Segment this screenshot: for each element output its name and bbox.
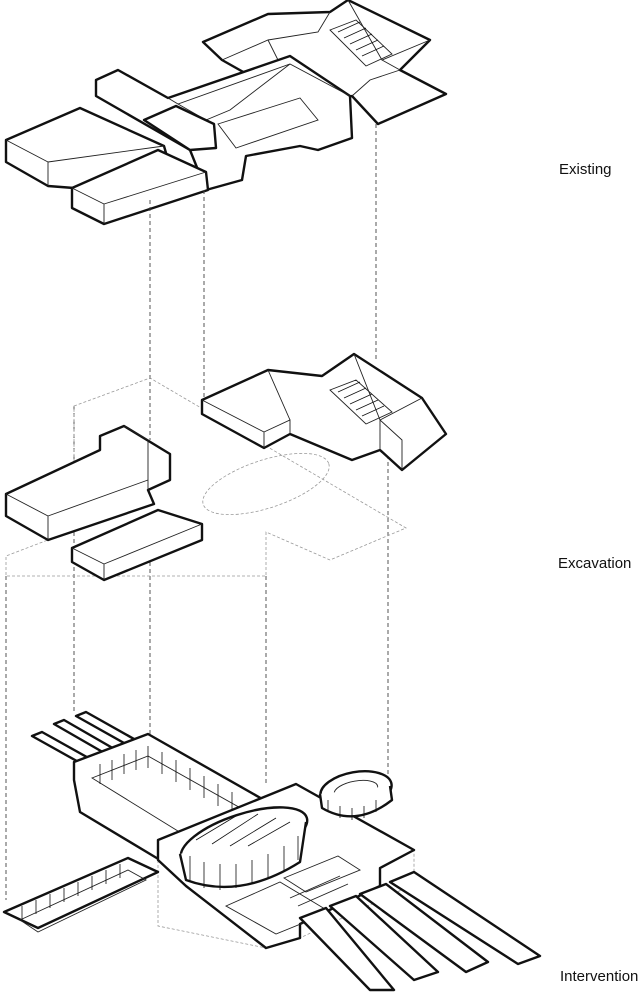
existing-arm-south (70, 148, 210, 226)
label-excavation: Excavation (558, 555, 632, 572)
intervention-ghost-outline (157, 840, 415, 949)
court-edge-hatch (99, 746, 233, 812)
ramp-south-1 (298, 906, 396, 992)
excavation-oval-ghost (202, 452, 330, 516)
excavation-wing-north (200, 352, 448, 472)
skylight-hatch-top (337, 21, 385, 57)
excavation-arm-south (70, 508, 204, 582)
ramp-south-4 (388, 870, 542, 966)
existing-buildings (4, 0, 448, 226)
ramp-south-3 (358, 882, 490, 974)
skylight-hatch-mid (337, 381, 385, 417)
oval-drum (178, 806, 309, 890)
intervention-structure (2, 710, 542, 992)
existing-link (142, 104, 218, 152)
ramp-south-2 (328, 894, 440, 982)
western-trench (2, 856, 160, 930)
excavation-buildings (4, 352, 448, 582)
label-intervention: Intervention (560, 968, 639, 985)
ring-element (318, 770, 394, 820)
excavation-block-west (4, 424, 172, 542)
trench-hatch (21, 864, 121, 920)
projection-lines (5, 124, 389, 900)
label-existing: Existing (559, 161, 612, 178)
existing-spine (94, 54, 354, 192)
